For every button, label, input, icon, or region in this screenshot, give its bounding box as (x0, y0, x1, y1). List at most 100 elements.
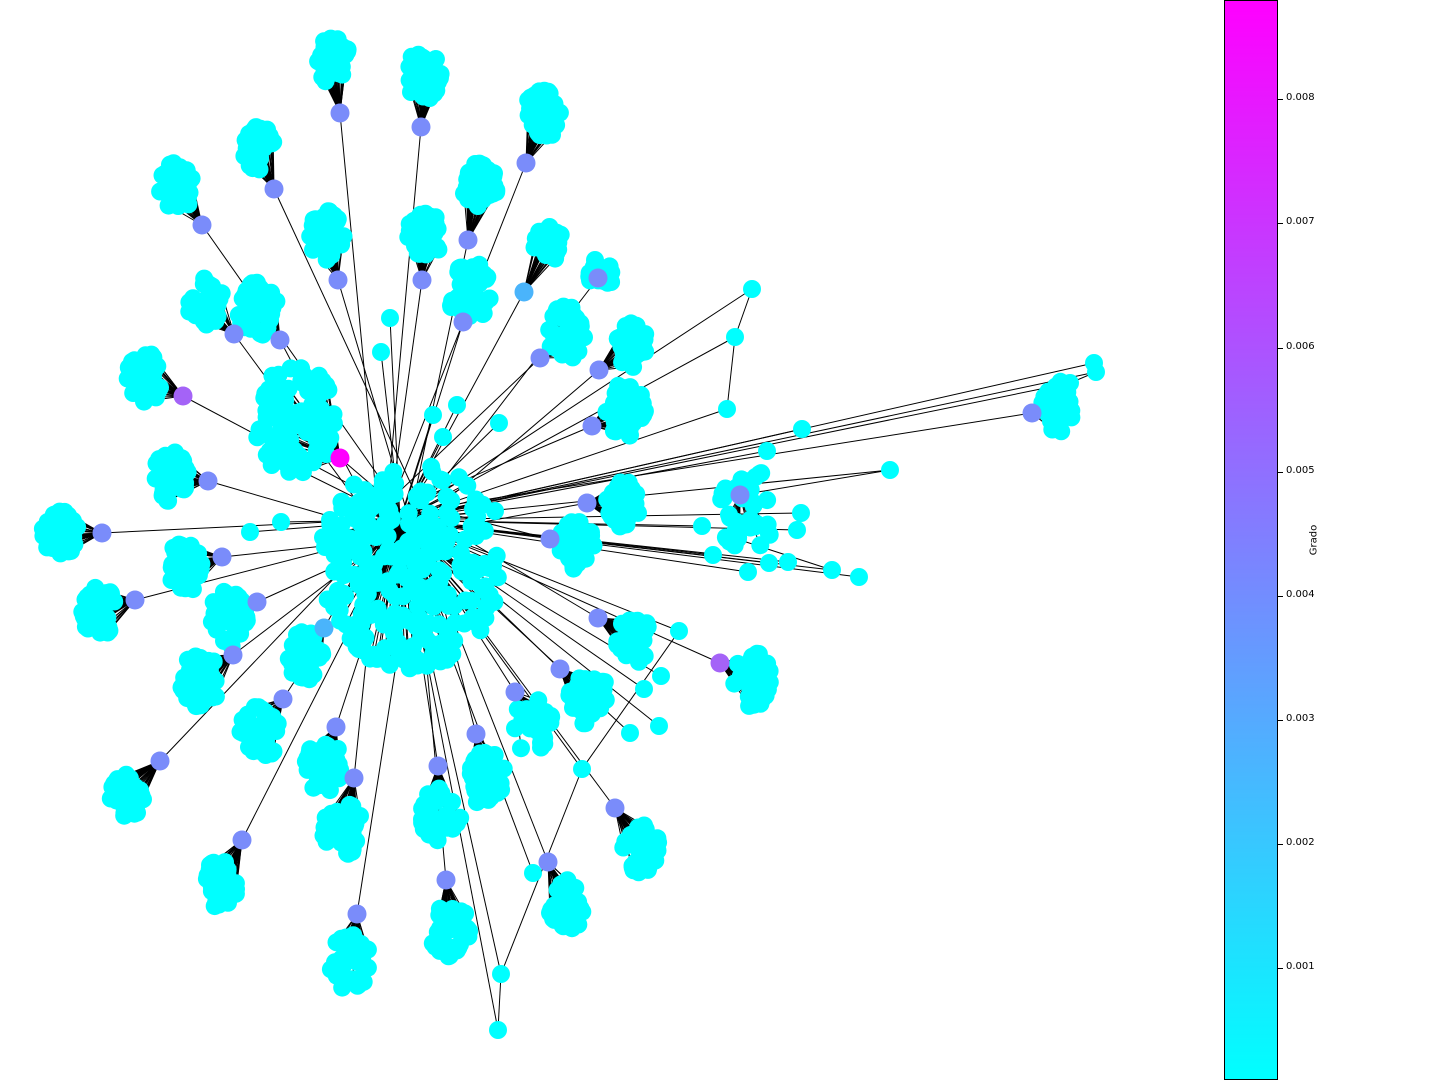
graph-node (326, 717, 346, 737)
graph-node (219, 893, 237, 912)
graph-node (328, 30, 347, 49)
graph-node (264, 179, 284, 199)
colorbar-tick-mark (1278, 99, 1283, 101)
graph-node (508, 700, 527, 719)
graph-node (202, 854, 221, 873)
graph-node (524, 864, 542, 882)
graph-node (726, 328, 744, 346)
graph-node (328, 210, 347, 228)
graph-node (434, 428, 452, 446)
graph-node (316, 538, 334, 556)
graph-node (490, 414, 508, 432)
graph-edge (739, 469, 891, 496)
graph-node (568, 527, 587, 546)
graph-node (52, 534, 71, 553)
graph-node (273, 689, 293, 709)
graph-node (243, 159, 262, 178)
graph-node (399, 228, 418, 247)
graph-node (184, 296, 203, 315)
graph-node (304, 665, 323, 684)
graph-node (411, 491, 430, 510)
graph-node (355, 481, 374, 500)
graph-node (232, 830, 252, 850)
colorbar-tick-mark (1278, 595, 1283, 597)
graph-node (1038, 399, 1057, 418)
graph-node (149, 382, 167, 401)
graph-node (779, 553, 797, 571)
graph-edge (399, 450, 768, 521)
graph-node (272, 513, 290, 531)
graph-node (561, 547, 580, 566)
graph-node (605, 798, 625, 818)
graph-node (576, 708, 595, 727)
graph-node (374, 615, 393, 634)
graph-node (186, 647, 205, 666)
graph-node (547, 223, 566, 242)
graph-node (381, 309, 399, 327)
graph-node (393, 606, 412, 625)
graph-node (216, 853, 234, 872)
graph-node (414, 231, 433, 249)
graph-node (532, 738, 550, 757)
graph-node (320, 781, 339, 800)
graph-node (317, 250, 336, 269)
graph-node (430, 906, 449, 925)
graph-node (468, 197, 487, 215)
graph-node (438, 585, 457, 604)
colorbar-label: Grado (1308, 524, 1320, 556)
graph-node (354, 595, 373, 614)
graph-node (125, 590, 145, 610)
graph-node (321, 756, 340, 775)
graph-node (347, 904, 367, 924)
graph-node (730, 517, 749, 536)
colorbar-tick-mark (1278, 223, 1283, 225)
network-graph (33, 29, 1105, 1039)
graph-node (468, 507, 487, 526)
graph-node (321, 511, 339, 529)
graph-edge (273, 188, 421, 504)
graph-node (458, 230, 478, 250)
graph-edge (387, 162, 527, 513)
graph-node (146, 359, 165, 378)
graph-node (150, 751, 170, 771)
graph-node (176, 677, 195, 695)
graph-node (1052, 404, 1071, 423)
graph-node (451, 808, 470, 827)
graph-node (198, 471, 218, 491)
graph-node (332, 833, 351, 852)
graph-node (404, 567, 422, 586)
graph-node (451, 935, 469, 954)
graph-node (713, 484, 732, 503)
graph-node (693, 517, 711, 535)
graph-node (110, 777, 129, 796)
graph-node (530, 348, 550, 368)
graph-node (350, 971, 369, 990)
graph-node (254, 139, 273, 158)
graph-node (561, 341, 580, 360)
graph-node (382, 547, 401, 566)
graph-node (297, 650, 316, 669)
graph-node (342, 931, 361, 950)
graph-node (466, 724, 486, 744)
graph-node (357, 505, 376, 524)
graph-node (788, 521, 806, 539)
graph-node (614, 344, 633, 363)
graph-node (165, 160, 184, 179)
graph-node (347, 637, 366, 656)
graph-node (525, 86, 544, 105)
graph-node (621, 724, 639, 742)
graph-node (318, 230, 337, 249)
graph-node (512, 739, 530, 758)
graph-node (412, 270, 432, 290)
graph-node (169, 551, 188, 570)
graph-node (212, 547, 232, 567)
graph-node (124, 361, 143, 379)
graph-node (562, 897, 581, 916)
graph-node (570, 513, 589, 532)
graph-node (528, 721, 547, 740)
graph-node (405, 519, 423, 538)
graph-node (314, 826, 333, 845)
graph-node (1046, 377, 1065, 396)
graph-node (325, 562, 344, 581)
graph-node (415, 589, 434, 608)
